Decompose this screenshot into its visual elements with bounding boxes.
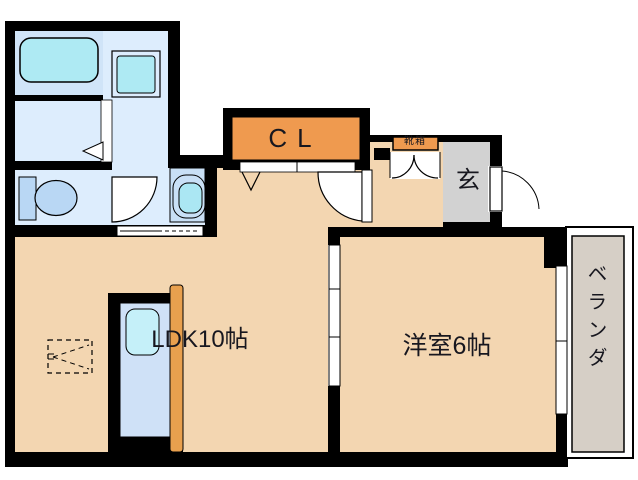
- wall: [5, 21, 15, 467]
- balcony-window: [555, 265, 568, 415]
- entrance-label: 玄: [456, 167, 480, 194]
- bathtub: [19, 37, 99, 83]
- balcony-label: ベランダ: [584, 263, 606, 375]
- kitchen-sink: [125, 308, 160, 356]
- western-room-floor: [340, 237, 558, 453]
- shoe-cabinet-box: [392, 136, 439, 151]
- ldk-label: LDK10帖: [151, 326, 249, 353]
- bath-folding-door: [81, 141, 104, 161]
- wall: [328, 227, 340, 245]
- western-room-label: 洋室6帖: [402, 332, 492, 360]
- refrigerator-space: [47, 339, 93, 374]
- doors-windows: [81, 99, 568, 415]
- toilet-tank: [18, 176, 37, 221]
- ldk-upper-floor: [217, 166, 328, 236]
- washroom-sliding-door: [116, 225, 204, 237]
- room-sliding-door: [328, 244, 341, 387]
- shoe-cabinet-doors: [389, 152, 441, 179]
- hall-door-panel: [361, 169, 373, 223]
- washbasin-bowl: [178, 182, 203, 214]
- closet-label: CL: [268, 123, 322, 153]
- bath-door-track: [100, 99, 113, 163]
- kitchen-counter-edge: [169, 284, 184, 453]
- closet-box: [231, 116, 361, 161]
- balcony-deck: [571, 235, 625, 453]
- wall: [328, 386, 340, 454]
- shoe-cabinet-label: 靴箱: [404, 136, 426, 147]
- fixtures: [18, 37, 206, 455]
- washing-machine: [116, 55, 156, 94]
- wall: [13, 95, 103, 101]
- wall: [374, 148, 390, 160]
- wall: [328, 227, 568, 237]
- floors: [13, 31, 558, 453]
- entrance-door: [488, 166, 540, 212]
- wall-pillar: [544, 227, 568, 268]
- wall: [13, 161, 112, 170]
- washroom-door-swing: [111, 176, 158, 223]
- wall: [168, 155, 232, 168]
- wall: [168, 21, 180, 157]
- toilet-bowl: [34, 179, 78, 217]
- wall: [5, 21, 180, 31]
- wall: [5, 452, 568, 467]
- entrance-floor: [443, 141, 490, 227]
- wall: [205, 168, 217, 237]
- balcony: [565, 226, 634, 459]
